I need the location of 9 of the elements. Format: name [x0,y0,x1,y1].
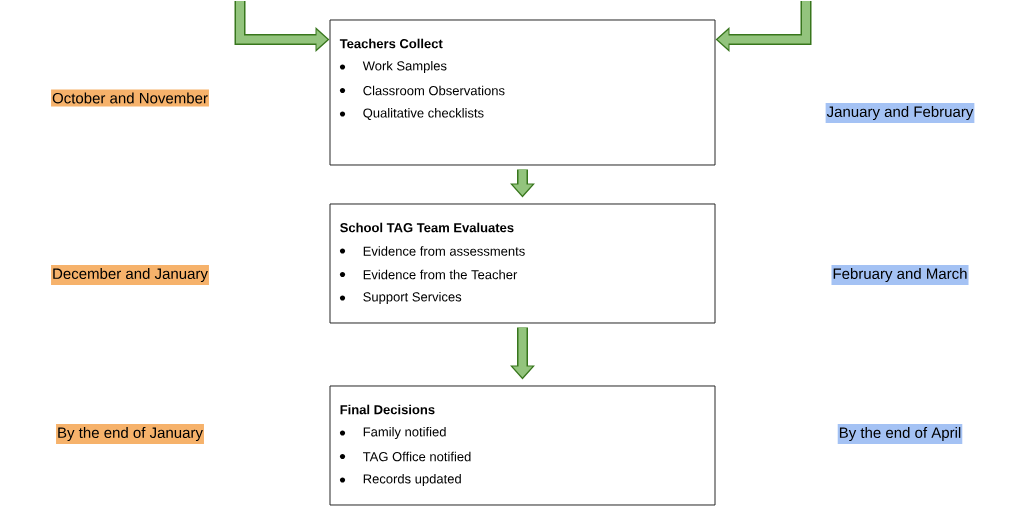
process-box: Final Decisions Family notified TAG Office notified Records updated [329,385,716,506]
date-label: By the end of January [56,424,204,444]
date-label: February and March [831,265,969,285]
date-label: October and November [51,89,209,107]
process-box: School TAG Team Evaluates Evidence from assessments Evidence from the Teacher Support Services [329,203,716,324]
process-box: Teachers Collect Work Samples Classroom Observations Qualitative checklists [329,19,716,166]
date-label: January and February [825,103,975,123]
date-label: By the end of April [837,424,963,444]
date-label: December and January [51,265,209,285]
